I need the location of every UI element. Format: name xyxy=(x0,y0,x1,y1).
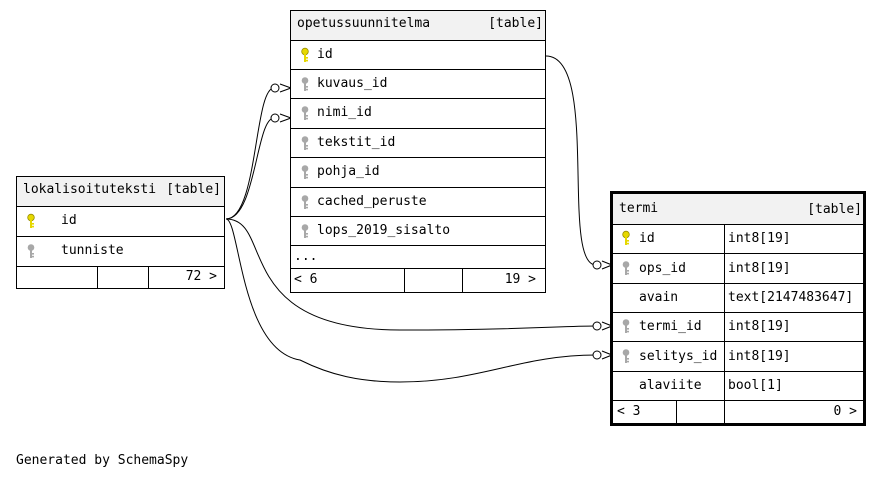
table-opetussuunnitelma[interactable]: opetussuunnitelma [table] id kuvaus_id n… xyxy=(290,10,546,293)
column-name: id xyxy=(639,231,655,246)
column-name: id xyxy=(61,213,77,228)
foreign-key-icon xyxy=(301,136,309,150)
footer-children-count[interactable]: 19 > xyxy=(504,272,536,287)
column-name: avain xyxy=(639,290,679,305)
foreign-key-icon xyxy=(27,244,35,258)
link-selitys-id xyxy=(225,218,597,383)
foreign-key-icon xyxy=(622,319,630,333)
column-name: termi_id xyxy=(639,319,702,334)
table-type: [table] xyxy=(488,16,543,31)
column-row-tekstit-id[interactable]: tekstit_id xyxy=(291,129,545,158)
column-row-id[interactable]: id int8[19] xyxy=(613,225,863,254)
table-footer: < 6 19 > xyxy=(291,269,545,292)
foreign-key-icon xyxy=(301,195,309,209)
column-row-alaviite[interactable]: alaviite bool[1] xyxy=(613,372,863,401)
link-kuvaus-id xyxy=(225,87,275,220)
column-name: tekstit_id xyxy=(317,135,396,150)
foreign-key-icon xyxy=(622,261,630,275)
footer-parents-count[interactable]: < 6 xyxy=(294,272,318,287)
primary-key-icon xyxy=(301,47,309,62)
column-row-cached-peruste[interactable]: cached_peruste xyxy=(291,188,545,217)
table-termi[interactable]: termi [table] id int8[19] ops_id int8[19… xyxy=(610,191,866,426)
column-name: alaviite xyxy=(639,378,702,393)
column-row-avain[interactable]: avain text[2147483647] xyxy=(613,284,863,313)
primary-key-icon xyxy=(622,230,630,245)
table-footer: 72 > xyxy=(17,267,224,288)
column-name: ops_id xyxy=(639,261,686,276)
column-name: lops_2019_sisalto xyxy=(317,223,451,238)
column-name: selitys_id xyxy=(639,349,718,364)
column-datatype: int8[19] xyxy=(728,231,791,246)
table-header: opetussuunnitelma [table] xyxy=(291,11,545,41)
column-name: cached_peruste xyxy=(317,194,427,209)
column-name: nimi_id xyxy=(317,105,372,120)
column-datatype: int8[19] xyxy=(728,349,791,364)
table-name: opetussuunnitelma xyxy=(297,16,431,31)
footer-parents-count[interactable]: < 3 xyxy=(617,404,641,419)
column-row-nimi-id[interactable]: nimi_id xyxy=(291,99,545,129)
column-name: id xyxy=(317,47,333,62)
column-datatype: int8[19] xyxy=(728,319,791,334)
column-name: tunniste xyxy=(61,243,124,258)
table-name: termi xyxy=(619,201,659,216)
table-name: lokalisoituteksti xyxy=(23,182,157,197)
foreign-key-icon xyxy=(622,349,630,363)
table-type: [table] xyxy=(166,182,221,197)
link-ops-id xyxy=(545,55,597,266)
more-columns-indicator: ... xyxy=(294,249,318,264)
column-row-pohja-id[interactable]: pohja_id xyxy=(291,158,545,188)
link-nimi-id xyxy=(225,117,275,220)
column-row-kuvaus-id[interactable]: kuvaus_id xyxy=(291,70,545,99)
column-name: kuvaus_id xyxy=(317,76,388,91)
footer-children-count[interactable]: 0 > xyxy=(833,404,857,419)
table-type: [table] xyxy=(807,202,862,217)
column-row-lops-2019-sisalto[interactable]: lops_2019_sisalto xyxy=(291,217,545,246)
table-lokalisoituteksti[interactable]: lokalisoituteksti [table] id tunniste 72… xyxy=(16,176,225,289)
table-header: lokalisoituteksti [table] xyxy=(17,177,224,207)
column-row-id[interactable]: id xyxy=(17,207,224,237)
generated-by-text: Generated by SchemaSpy xyxy=(16,453,189,468)
column-name: pohja_id xyxy=(317,164,380,179)
more-columns-row[interactable]: ... xyxy=(291,246,545,269)
foreign-key-icon xyxy=(301,106,309,120)
column-row-termi-id[interactable]: termi_id int8[19] xyxy=(613,313,863,342)
column-row-tunniste[interactable]: tunniste xyxy=(17,237,224,267)
footer-children-count[interactable]: 72 > xyxy=(185,269,217,284)
column-row-ops-id[interactable]: ops_id int8[19] xyxy=(613,254,863,284)
column-row-selitys-id[interactable]: selitys_id int8[19] xyxy=(613,342,863,372)
table-footer: < 3 0 > xyxy=(613,401,863,423)
column-datatype: bool[1] xyxy=(728,378,783,393)
link-termi-id xyxy=(225,218,597,331)
primary-key-icon xyxy=(27,213,35,228)
foreign-key-icon xyxy=(301,224,309,238)
column-datatype: text[2147483647] xyxy=(728,290,854,305)
table-header: termi [table] xyxy=(613,194,863,225)
column-row-id[interactable]: id xyxy=(291,41,545,70)
foreign-key-icon xyxy=(301,165,309,179)
foreign-key-icon xyxy=(301,77,309,91)
column-datatype: int8[19] xyxy=(728,261,791,276)
